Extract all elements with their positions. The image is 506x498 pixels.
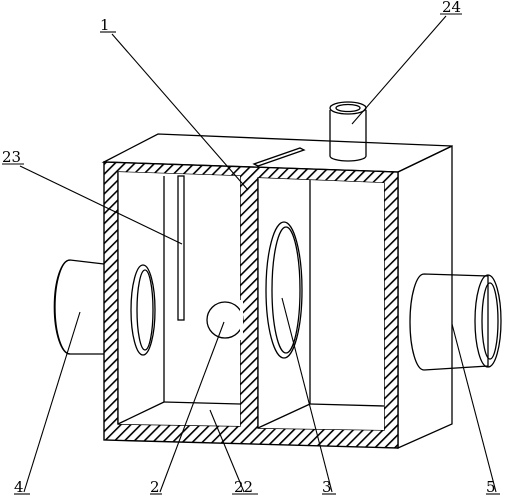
inlet-pipe-4 (53, 259, 105, 355)
label-2: 2 (150, 478, 160, 496)
label-22: 22 (234, 478, 253, 496)
outlet-pipe-5 (409, 273, 502, 371)
label-5: 5 (486, 478, 496, 496)
outlet-pipe-24 (329, 101, 367, 162)
box-right-face (397, 144, 453, 450)
right-chamber (257, 178, 385, 430)
label-4: 4 (14, 478, 24, 496)
label-1: 1 (100, 16, 110, 34)
part-labels: 1 2 3 4 5 22 23 24 (2, 0, 496, 496)
left-chamber (117, 172, 244, 426)
label-23: 23 (2, 148, 21, 166)
leader-lines (2, 13, 500, 495)
label-3: 3 (322, 478, 332, 496)
label-24: 24 (442, 0, 461, 16)
